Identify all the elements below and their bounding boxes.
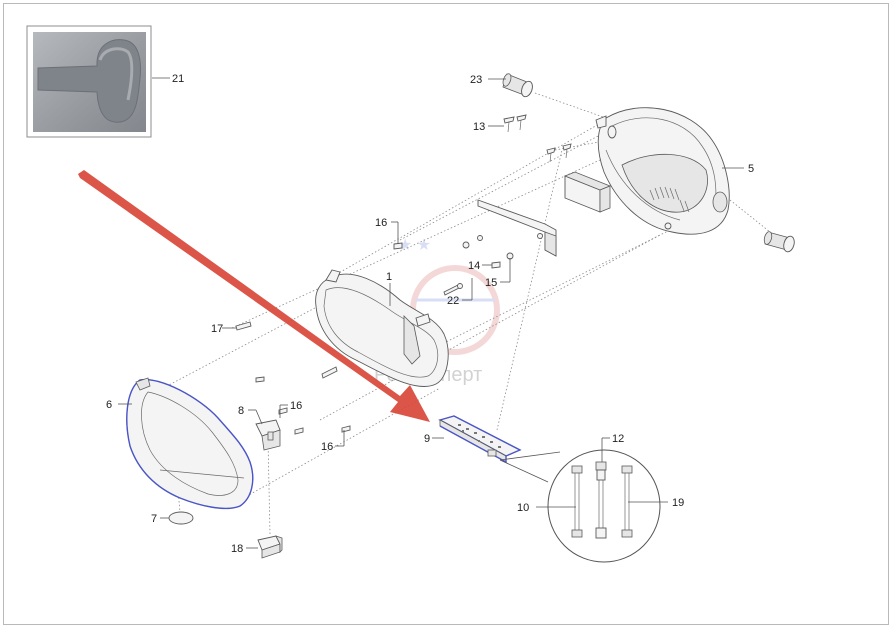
part-9-circuit-board[interactable] — [438, 415, 522, 464]
callout-9: 9 — [424, 433, 430, 445]
callout-14: 14 — [468, 260, 480, 272]
side-cap[interactable] — [763, 231, 796, 253]
svg-text:★ ★: ★ ★ — [398, 237, 431, 254]
part-1-headlamp-unit[interactable] — [315, 269, 449, 387]
wire-12[interactable] — [595, 461, 607, 539]
callout-1: 1 — [386, 271, 392, 283]
red-pointer-arrow — [78, 170, 430, 422]
part-21-photo-inset[interactable] — [26, 25, 152, 138]
callout-22: 22 — [447, 295, 459, 307]
callout-8: 8 — [238, 405, 244, 417]
callout-23: 23 — [470, 74, 482, 86]
callout-18: 18 — [231, 543, 243, 555]
callout-19: 19 — [672, 497, 684, 509]
part-16-screw-top[interactable] — [393, 242, 403, 250]
diagram-frame — [3, 3, 889, 625]
callout-labels: 21 23 13 5 16 1 14 15 22 17 6 8 16 9 16 … — [106, 73, 754, 555]
callout-21: 21 — [172, 73, 184, 85]
callout-12: 12 — [612, 433, 624, 445]
part-5-rear-housing[interactable] — [595, 107, 730, 235]
rubber-block[interactable] — [563, 171, 612, 213]
callout-16-top: 16 — [375, 217, 387, 229]
callout-16-low: 16 — [321, 441, 333, 453]
callout-17: 17 — [211, 323, 223, 335]
wire-19[interactable] — [621, 465, 633, 538]
part-6-front-bezel[interactable] — [126, 377, 254, 510]
callout-15: 15 — [485, 277, 497, 289]
callout-5: 5 — [748, 163, 754, 175]
small-fasteners[interactable] — [443, 235, 514, 296]
callout-16-mid: 16 — [290, 400, 302, 412]
part-13-screws[interactable] — [503, 114, 572, 163]
assembly-guide-lines — [149, 92, 771, 536]
callout-6: 6 — [106, 399, 112, 411]
part-7-lens-cap[interactable] — [168, 511, 194, 525]
part-8-switch[interactable] — [255, 419, 281, 451]
wire-harness-detail[interactable] — [547, 449, 661, 563]
part-23-cap[interactable] — [501, 73, 534, 99]
leader-lines — [279, 78, 511, 447]
mounting-bracket[interactable] — [477, 199, 557, 257]
callout-10: 10 — [517, 502, 529, 514]
part-18-connector[interactable] — [257, 535, 283, 559]
part-17-screw[interactable] — [235, 321, 252, 331]
callout-13: 13 — [473, 121, 485, 133]
callout-7: 7 — [151, 513, 157, 525]
wire-10[interactable] — [571, 465, 583, 538]
